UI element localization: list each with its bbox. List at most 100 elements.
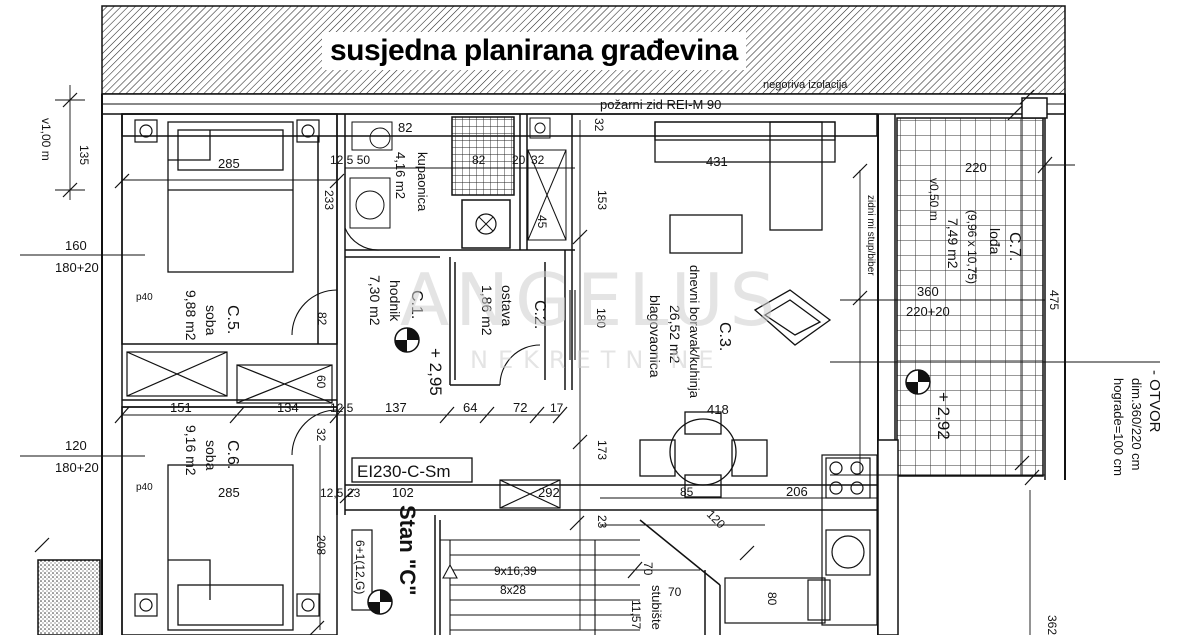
dim-475: 475 [1047,290,1061,310]
level-marker-loggia [905,369,931,395]
exterior-pillar [37,559,101,635]
level-loggia: + 2,92 [934,392,953,440]
dim-125-50: 12,5 50 [330,153,370,167]
dim-151: 151 [170,400,192,415]
loggia-floor [896,117,1044,477]
svg-text:v0,50 m: v0,50 m [927,178,941,221]
dim-362: 362 [1045,615,1059,635]
stairs-tread: 8x28 [500,583,526,597]
interior-walls [121,113,878,635]
svg-text:dnevni boravak/kuhinja: dnevni boravak/kuhinja [687,265,702,399]
dim-125: 12,5 [330,401,354,415]
shower-tiles [451,116,515,196]
door-swings [291,227,576,456]
dim-70-a: 70 [668,585,682,599]
dim-82-door: 82 [315,312,329,326]
stairs-steps: 9x16,39 [494,564,537,578]
otvor-dims: dim.360/220 cm [1129,378,1144,471]
column-symbols [134,119,320,617]
svg-text:26,52 m2: 26,52 m2 [667,305,683,364]
svg-text:C.1.: C.1. [408,290,425,319]
dim-12-5-bottom: 12,5 [320,486,344,500]
dim-20: 20 [512,153,526,167]
dim-85: 85 [680,485,694,499]
dim-45: 45 [535,215,549,229]
room-c6-label: C.6. soba 9,16 m2 [183,425,241,476]
dim-180-20-top: 180+20 [55,260,99,275]
watermark-main: ANGELUS [400,258,781,342]
room-c3-label: C.3. dnevni boravak/kuhinja 26,52 m2 bla… [647,265,733,399]
dim-173: 173 [595,440,609,460]
dimension-lines [20,85,1160,635]
dim-17: 17 [550,401,564,415]
svg-text:kupaonica: kupaonica [415,152,430,212]
dim-23: 23 [347,486,361,500]
svg-text:hodnik: hodnik [387,280,403,322]
dim-134: 134 [277,400,299,415]
dim-233: 233 [322,190,336,210]
dim-23-stairs: 23 [595,515,609,529]
room-c4-label: kupaonica 4,16 m2 [393,152,430,212]
room-c5-label: C.5. soba 9,88 m2 [183,290,241,341]
svg-text:4,16 m2: 4,16 m2 [393,152,408,199]
dim-431: 431 [706,154,728,169]
dim-82-top: 82 [398,120,412,135]
svg-text:C.2.: C.2. [531,300,548,329]
svg-text:9,88 m2: 9,88 m2 [183,290,199,341]
p40-top: p40 [136,292,153,303]
dim-292: 292 [538,485,560,500]
watermark-sub: NEKRETNINE [470,346,724,374]
dim-80: 80 [765,592,779,606]
dim-72: 72 [513,400,527,415]
dim-32-shaft: 32 [531,153,545,167]
level-marker-stairs [367,589,393,615]
p40-bottom: p40 [136,482,153,493]
dim-137: 137 [385,400,407,415]
svg-text:1,86 m2: 1,86 m2 [479,285,495,336]
dim-120-diag: 120 [704,507,728,531]
dim-1157: 11,57 [629,600,643,629]
dim-153: 153 [595,190,609,210]
dim-418: 418 [707,402,729,417]
stairs-note: stubište [649,585,664,630]
living-furniture [639,121,836,498]
neighbour-building-title: susjedna planirana građevina [322,32,746,70]
dim-160: 160 [65,238,87,253]
dim-180-20-bottom: 180+20 [55,460,99,475]
svg-text:C.7.: C.7. [1006,232,1023,261]
svg-text:7,30 m2: 7,30 m2 [367,275,383,326]
dim-102: 102 [392,485,414,500]
otvor-sill: hograde=100 cm [1111,378,1126,476]
dim-v100: v1,00 m [39,118,53,161]
dim-220-20: 220+20 [906,304,950,319]
room-c7-label: C.7. lođa (9,96 x 10,75) 7,49 m2 v0,50 m [927,178,1023,284]
room-c2-label: C.2. ostava 1,86 m2 [479,285,548,336]
dim-180: 180 [594,308,608,328]
svg-text:soba: soba [203,440,219,471]
svg-text:ostava: ostava [499,285,515,326]
bed-top [167,121,294,273]
dim-64: 64 [463,400,477,415]
dim-360: 360 [917,284,939,299]
dim-32-top: 32 [592,118,606,132]
dim-82-shower: 82 [472,153,486,167]
room-c1-label: C.1. hodnik 7,30 m2 [367,275,425,326]
svg-text:lođa: lođa [987,228,1003,255]
door-label-box [351,457,473,483]
unit-label: Stan "C" [395,505,420,596]
level-marker-main [394,327,420,353]
note-insulation: negoriva izolacija [763,79,848,91]
dim-285-bottom: 285 [218,485,240,500]
svg-text:7,49 m2: 7,49 m2 [945,218,961,269]
wardrobes [126,351,561,509]
stairs [440,539,640,635]
unit-info: 6+1(12,G) [353,540,367,594]
otvor-title: - OTVOR [1146,370,1163,433]
svg-text:C.3.: C.3. [716,322,733,351]
dim-206: 206 [786,484,808,499]
svg-text:(9,96 x 10,75): (9,96 x 10,75) [965,210,979,284]
dim-32-door: 32 [314,428,328,442]
dim-120: 120 [65,438,87,453]
bed-bottom [167,464,294,631]
